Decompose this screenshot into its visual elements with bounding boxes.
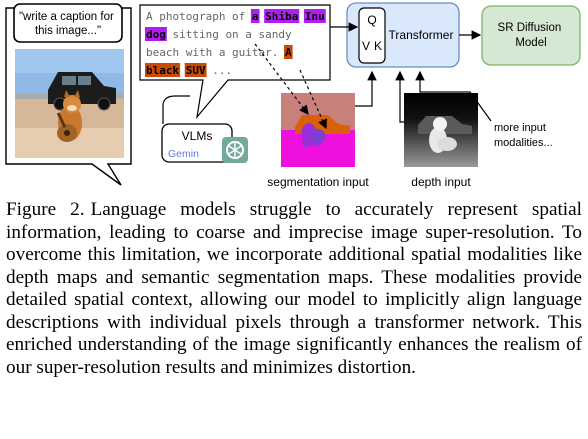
caption-highlight — [284, 45, 293, 59]
transformer-k: K — [374, 39, 382, 53]
vlm-box: VLMs Gemin — [161, 123, 248, 163]
figure-label: Figure 2. — [6, 199, 85, 220]
chatgpt-logo-icon — [222, 137, 248, 163]
caption-text: Language models struggle to accurately r… — [6, 199, 582, 378]
transformer-q: Q — [367, 13, 376, 27]
segmentation-input-label: segmentation input — [267, 175, 369, 189]
prompt-bubble — [13, 3, 123, 43]
sr-diffusion-model-label: SR Diffusion Model — [498, 22, 565, 49]
segmentation-map — [281, 93, 355, 167]
sr-diffusion-model-block: SR Diffusion Model — [481, 5, 581, 66]
gemini-logo: Gemin — [168, 148, 199, 160]
depth-map — [404, 93, 478, 167]
figure-caption: Figure 2.Language models struggle to acc… — [6, 199, 582, 379]
transformer-v: V — [362, 39, 370, 53]
caption-highlight — [250, 9, 260, 23]
connector-arrows — [162, 22, 492, 130]
caption-highlight — [145, 63, 181, 77]
input-photo — [15, 49, 124, 158]
transformer-label: Transformer — [389, 28, 454, 42]
caption-highlight — [303, 9, 326, 23]
vlm-label: VLMs — [182, 129, 213, 143]
prompt-bubble-text: "write a caption for this image..." — [19, 11, 117, 37]
caption-highlight — [264, 9, 300, 23]
transformer-block: Q V K Transformer — [346, 2, 460, 68]
figure-diagram: "write a caption for this image..." A ph… — [5, 2, 581, 189]
caption-highlight — [145, 27, 167, 41]
caption-highlight — [184, 63, 207, 77]
depth-input-label: depth input — [411, 175, 471, 189]
more-input-modalities-label: more input modalities... — [494, 122, 553, 149]
